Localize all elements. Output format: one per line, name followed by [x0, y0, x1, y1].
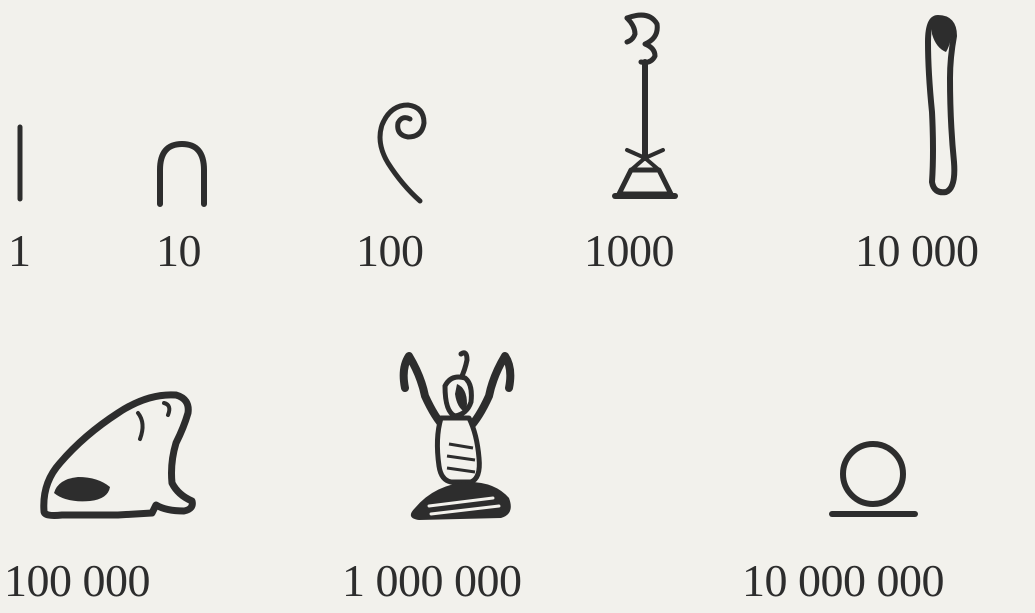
numeral-label-10: 10	[156, 228, 201, 274]
kneeling-god-heh-icon	[395, 348, 520, 528]
numeral-label-10000: 10 000	[855, 228, 979, 274]
tadpole-frog-icon	[38, 383, 198, 523]
sun-circle-icon	[826, 436, 921, 526]
numeral-label-1000000: 1 000 000	[342, 558, 522, 604]
numeral-label-100: 100	[356, 228, 424, 274]
numeral-label-1000: 1000	[584, 228, 674, 274]
lotus-plant-icon	[605, 8, 685, 203]
numeral-label-10000000: 10 000 000	[742, 558, 944, 604]
single-stroke-icon	[10, 125, 30, 205]
numeral-label-1: 1	[8, 228, 31, 274]
finger-icon	[910, 12, 970, 197]
heel-bone-arch-icon	[152, 138, 212, 208]
coil-of-rope-icon	[372, 95, 442, 205]
numeral-label-100000: 100 000	[4, 558, 150, 604]
